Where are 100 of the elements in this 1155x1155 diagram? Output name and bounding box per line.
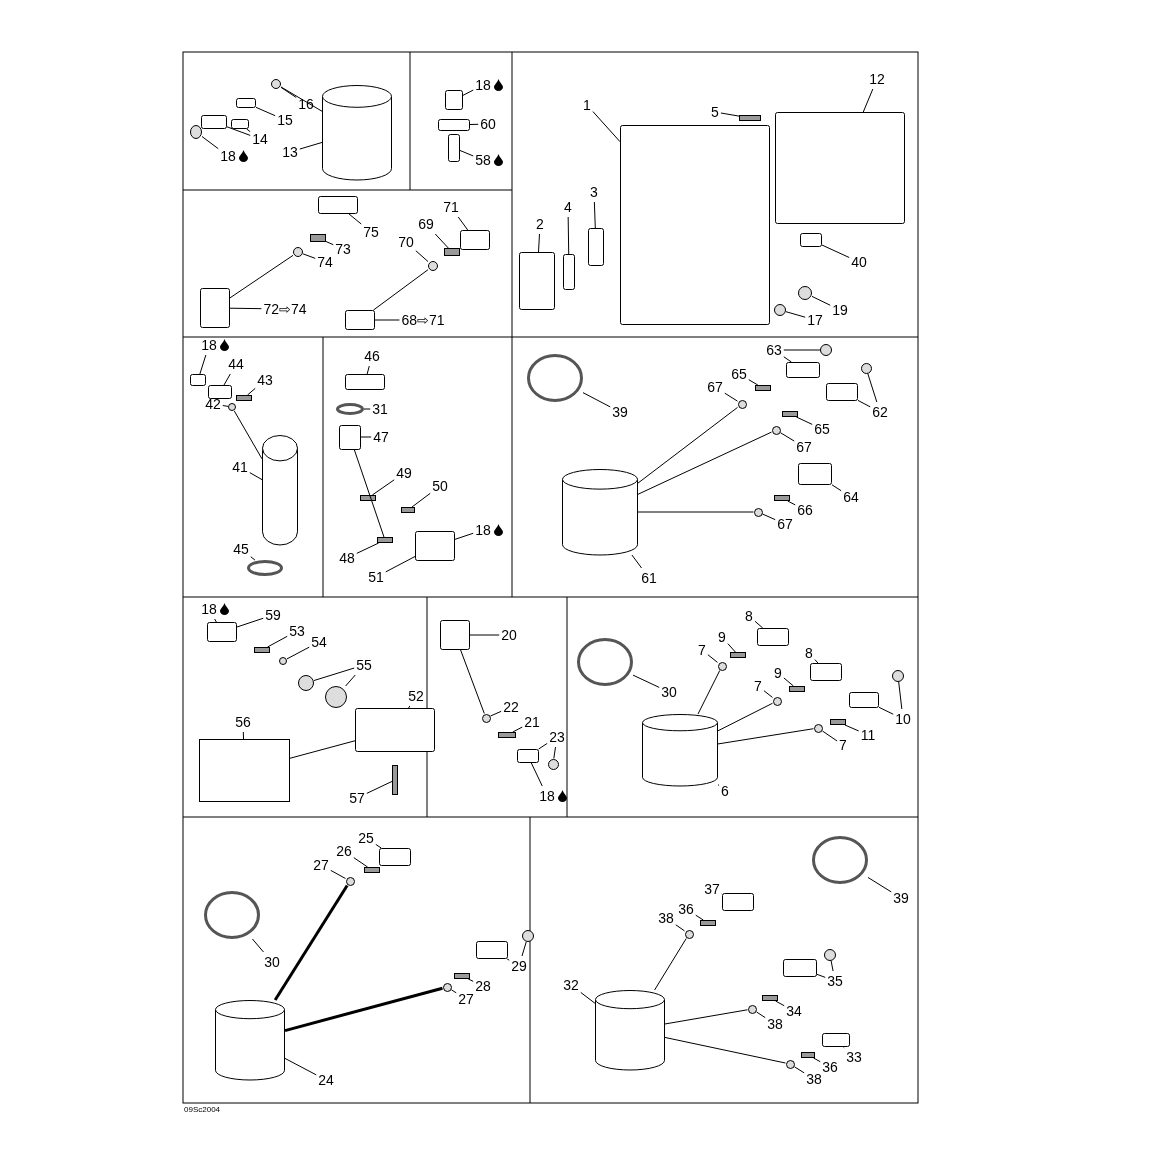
leader-line — [631, 554, 643, 569]
drawing-number: 09Sc2004 — [184, 1105, 221, 1114]
callout-number: 66 — [797, 502, 813, 518]
wire — [637, 406, 738, 484]
callout-number: 63 — [766, 342, 782, 358]
leader-line — [754, 620, 764, 629]
round-component-drawing — [753, 507, 763, 517]
leader-line — [366, 365, 370, 375]
wire — [664, 1009, 748, 1025]
callout-number: 65 — [731, 366, 747, 382]
callout-number: 65 — [814, 421, 830, 437]
wire — [233, 410, 263, 460]
leader-line — [593, 201, 596, 229]
callout-number: 21 — [524, 714, 540, 730]
component-drawing — [345, 374, 385, 390]
leader-line — [469, 123, 479, 126]
pin-drawing — [830, 719, 846, 725]
pin-drawing — [401, 507, 415, 513]
pin-drawing — [739, 115, 761, 121]
callout-number: 37 — [704, 881, 720, 897]
leader-line — [284, 1057, 317, 1076]
component-drawing — [800, 233, 822, 247]
leader-line — [857, 399, 871, 408]
component-drawing — [190, 374, 206, 386]
leader-line — [247, 387, 256, 396]
ring-drawing — [577, 638, 633, 686]
round-component-drawing — [522, 930, 534, 942]
cylinder-component-drawing — [595, 990, 665, 1070]
pin-drawing — [782, 411, 798, 417]
wire — [637, 431, 772, 495]
wire — [717, 702, 773, 732]
leader-line — [330, 869, 346, 879]
leader-line — [371, 479, 395, 496]
leader-line — [521, 941, 527, 957]
component-drawing — [810, 663, 842, 681]
callout-number: 67 — [707, 379, 723, 395]
component-drawing — [476, 941, 508, 959]
leader-line — [353, 857, 369, 868]
component-drawing — [236, 98, 256, 108]
leader-line — [356, 542, 380, 554]
ring-drawing — [204, 891, 260, 939]
leader-line — [286, 646, 310, 660]
leader-line — [538, 742, 548, 750]
leader-line — [249, 472, 263, 481]
callout-number: 10 — [895, 711, 911, 727]
callout-number: 34 — [786, 1003, 802, 1019]
wire — [637, 511, 754, 513]
leader-line — [898, 681, 903, 710]
callout-number: 41 — [232, 459, 248, 475]
leader-line — [763, 690, 773, 698]
round-component-drawing — [771, 425, 781, 435]
component-drawing — [757, 628, 789, 646]
leader-line — [830, 960, 834, 972]
callout-number: 46 — [364, 348, 380, 364]
leader-line — [348, 213, 362, 225]
callout-number: 9 — [774, 665, 782, 681]
leader-line — [811, 295, 831, 306]
callout-number: 42 — [205, 396, 221, 412]
leader-line — [787, 500, 796, 506]
component-drawing — [201, 115, 227, 129]
component-drawing — [786, 362, 820, 378]
leader-line — [223, 373, 231, 386]
component-drawing — [200, 288, 230, 328]
callout-number: 19 — [832, 302, 848, 318]
leader-line — [363, 408, 371, 410]
wire — [289, 740, 356, 759]
callout-number: 18 — [201, 601, 217, 617]
leader-line — [250, 556, 256, 561]
leader-line — [345, 674, 356, 687]
round-component-drawing — [684, 929, 694, 939]
ring-drawing — [812, 836, 868, 884]
pin-drawing — [801, 1052, 815, 1058]
callout-number: 55 — [356, 657, 372, 673]
wire — [280, 86, 323, 112]
leader-line — [451, 989, 457, 994]
leader-line — [374, 319, 400, 321]
round-component-drawing — [298, 675, 314, 691]
leader-line — [632, 674, 660, 688]
component-drawing — [826, 383, 858, 401]
leader-line — [695, 914, 704, 921]
leader-line — [783, 356, 792, 363]
pin-drawing — [444, 248, 460, 256]
ring-drawing — [527, 354, 583, 402]
callout-number: 64 — [843, 489, 859, 505]
cylinder-component-drawing — [215, 1000, 285, 1080]
round-component-drawing — [774, 304, 786, 316]
callout-number: 3 — [590, 184, 598, 200]
leader-line — [366, 780, 393, 794]
leader-line — [506, 958, 510, 961]
leader-line — [459, 150, 474, 157]
pin-drawing — [730, 652, 746, 658]
pin-drawing — [310, 234, 326, 242]
callout-number: 54 — [311, 634, 327, 650]
leader-line — [580, 991, 596, 1004]
round-component-drawing — [860, 362, 872, 374]
pin-drawing — [392, 765, 398, 795]
callout-number: 67 — [777, 516, 793, 532]
round-component-drawing — [293, 247, 303, 257]
callout-number: 47 — [373, 429, 389, 445]
component-drawing — [460, 230, 490, 250]
